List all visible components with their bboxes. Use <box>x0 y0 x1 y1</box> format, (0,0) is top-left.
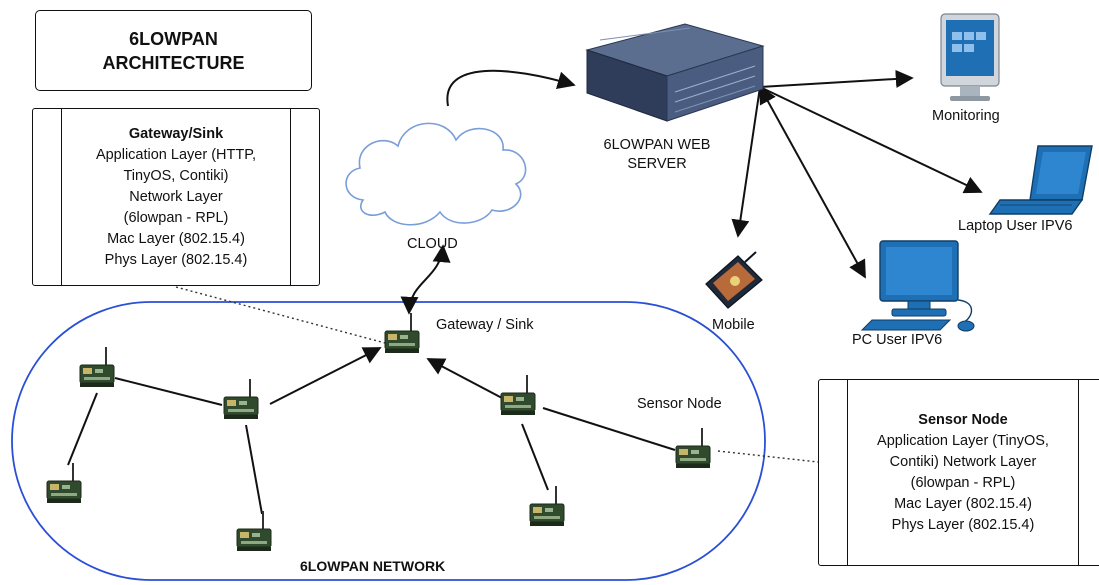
gateway-layer-line: (6lowpan - RPL) <box>123 209 229 226</box>
gateway-layer-line: Phys Layer (802.15.4) <box>104 251 248 268</box>
link-n5-sensor <box>542 407 676 451</box>
gateway-layer-box: Gateway/Sink Application Layer (HTTP, Ti… <box>32 108 320 286</box>
sensor-node-icon <box>79 346 115 388</box>
server-laptop-arrow <box>759 86 983 194</box>
pc-label: PC User IPV6 <box>852 332 943 348</box>
gateway-layer-line: Network Layer <box>129 188 223 205</box>
sensor-node-icon <box>529 485 565 527</box>
server-label-line1: 6LOWPAN WEB <box>603 137 711 153</box>
sensor-layer-line: (6lowpan - RPL) <box>910 474 1016 491</box>
sensor-node-icon <box>236 510 272 552</box>
server-label-line2: SERVER <box>627 156 687 172</box>
link-n1-n3 <box>114 377 223 406</box>
cloud-gateway-arrow <box>400 244 451 315</box>
sensor-node-icon <box>223 378 259 420</box>
server-monitoring-arrow <box>759 69 914 88</box>
link-n5-n6 <box>521 423 549 491</box>
gateway-node-icon <box>384 312 420 354</box>
gateway-sink-label: Gateway / Sink <box>436 317 534 333</box>
page-title-text: 6LOWPAN ARCHITECTURE <box>102 28 245 73</box>
page-title: 6LOWPAN ARCHITECTURE <box>35 10 312 91</box>
sensor-node-icon <box>675 427 711 469</box>
cloud-to-server-arrow <box>446 69 576 107</box>
gateway-layer-line: TinyOS, Contiki) <box>123 167 229 184</box>
cloud-icon <box>345 122 527 226</box>
sensor-layer-line: Phys Layer (802.15.4) <box>891 516 1035 533</box>
network-boundary <box>11 301 766 581</box>
cloud-label: CLOUD <box>407 236 458 252</box>
mobile-label: Mobile <box>712 317 755 333</box>
server-mobile-arrow <box>731 86 761 238</box>
link-n5-gateway <box>426 358 503 399</box>
desktop-pc-icon <box>860 240 975 332</box>
server-pc-arrow <box>759 85 866 279</box>
sensor-layer-heading: Sensor Node <box>918 411 1008 428</box>
laptop-icon <box>988 145 1093 215</box>
link-n3-gateway <box>269 347 382 405</box>
gateway-layer-heading: Gateway/Sink <box>128 125 224 142</box>
server-icon <box>585 23 765 122</box>
sensor-info-connector <box>717 450 819 463</box>
link-n1-n2 <box>67 392 98 466</box>
network-label: 6LOWPAN NETWORK <box>300 558 446 574</box>
sensor-node-icon <box>46 462 82 504</box>
gateway-layer-line: Mac Layer (802.15.4) <box>107 230 245 247</box>
gateway-layer-line: Application Layer (HTTP, <box>95 146 257 163</box>
sensor-layer-line: Contiki) Network Layer <box>889 453 1037 470</box>
mobile-device-icon <box>705 251 763 309</box>
sensor-node-label: Sensor Node <box>637 396 722 412</box>
network-links <box>67 347 676 515</box>
sensor-node-icon <box>500 374 536 416</box>
sensor-layer-box: Sensor Node Application Layer (TinyOS, C… <box>818 379 1099 566</box>
sensor-layer-line: Mac Layer (802.15.4) <box>894 495 1032 512</box>
link-n3-n4 <box>245 424 263 515</box>
sensor-layer-line: Application Layer (TinyOS, <box>877 432 1049 449</box>
monitor-icon <box>940 13 1000 101</box>
laptop-label: Laptop User IPV6 <box>958 218 1073 234</box>
monitoring-label: Monitoring <box>932 108 1000 124</box>
gateway-info-connector <box>175 286 386 344</box>
